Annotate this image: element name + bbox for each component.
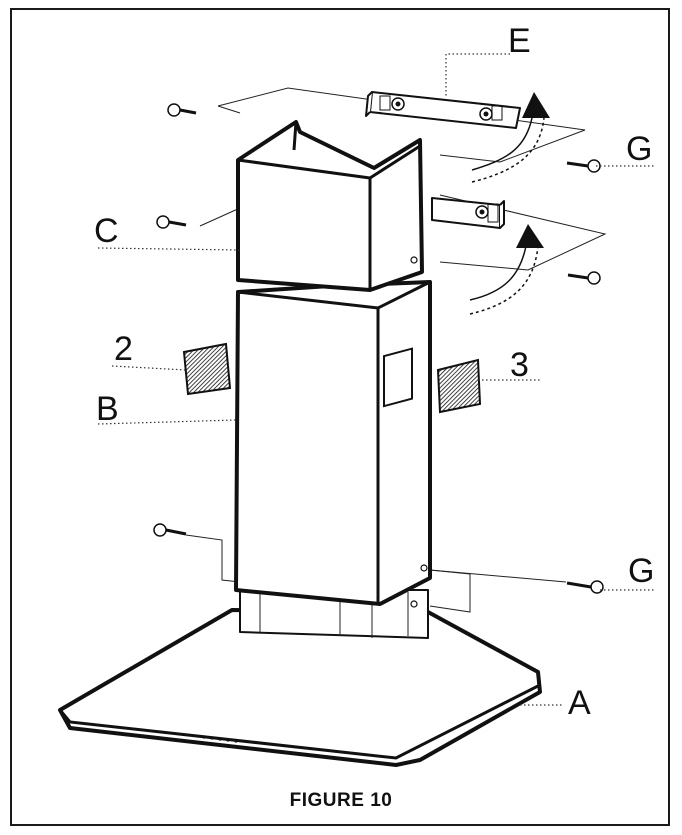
label-g-bottom: G	[628, 552, 654, 590]
screw-icon	[566, 159, 601, 173]
rotation-arrow-upper	[471, 92, 550, 183]
label-filter-3: 3	[510, 346, 529, 384]
figure-caption: FIGURE 10	[289, 790, 393, 811]
hood-base-a	[58, 608, 542, 767]
charcoal-filter-2	[182, 342, 232, 396]
lower-chimney-b	[234, 280, 432, 608]
screw-icon	[153, 523, 187, 537]
figure-frame	[10, 8, 670, 826]
wall-bracket-upper	[365, 91, 521, 129]
label-g-top: G	[626, 130, 652, 168]
wall-bracket-lower	[431, 197, 505, 229]
upper-chimney-c	[236, 120, 424, 292]
control-buttons-icon	[202, 735, 238, 743]
label-c: C	[94, 212, 119, 250]
label-filter-2: 2	[114, 330, 133, 368]
screw-icon	[567, 271, 601, 285]
screw-icon	[167, 103, 197, 117]
lower-mounting-plane	[199, 194, 607, 271]
screw-icon	[156, 215, 187, 229]
label-e: E	[508, 22, 531, 60]
label-b: B	[96, 390, 119, 428]
bottom-mounting-bracket	[185, 534, 567, 613]
screw-icon	[566, 580, 604, 594]
leader-lines	[97, 53, 655, 706]
charcoal-filter-3	[436, 358, 482, 414]
label-a: A	[568, 684, 591, 722]
rotation-arrow-lower	[469, 224, 544, 315]
